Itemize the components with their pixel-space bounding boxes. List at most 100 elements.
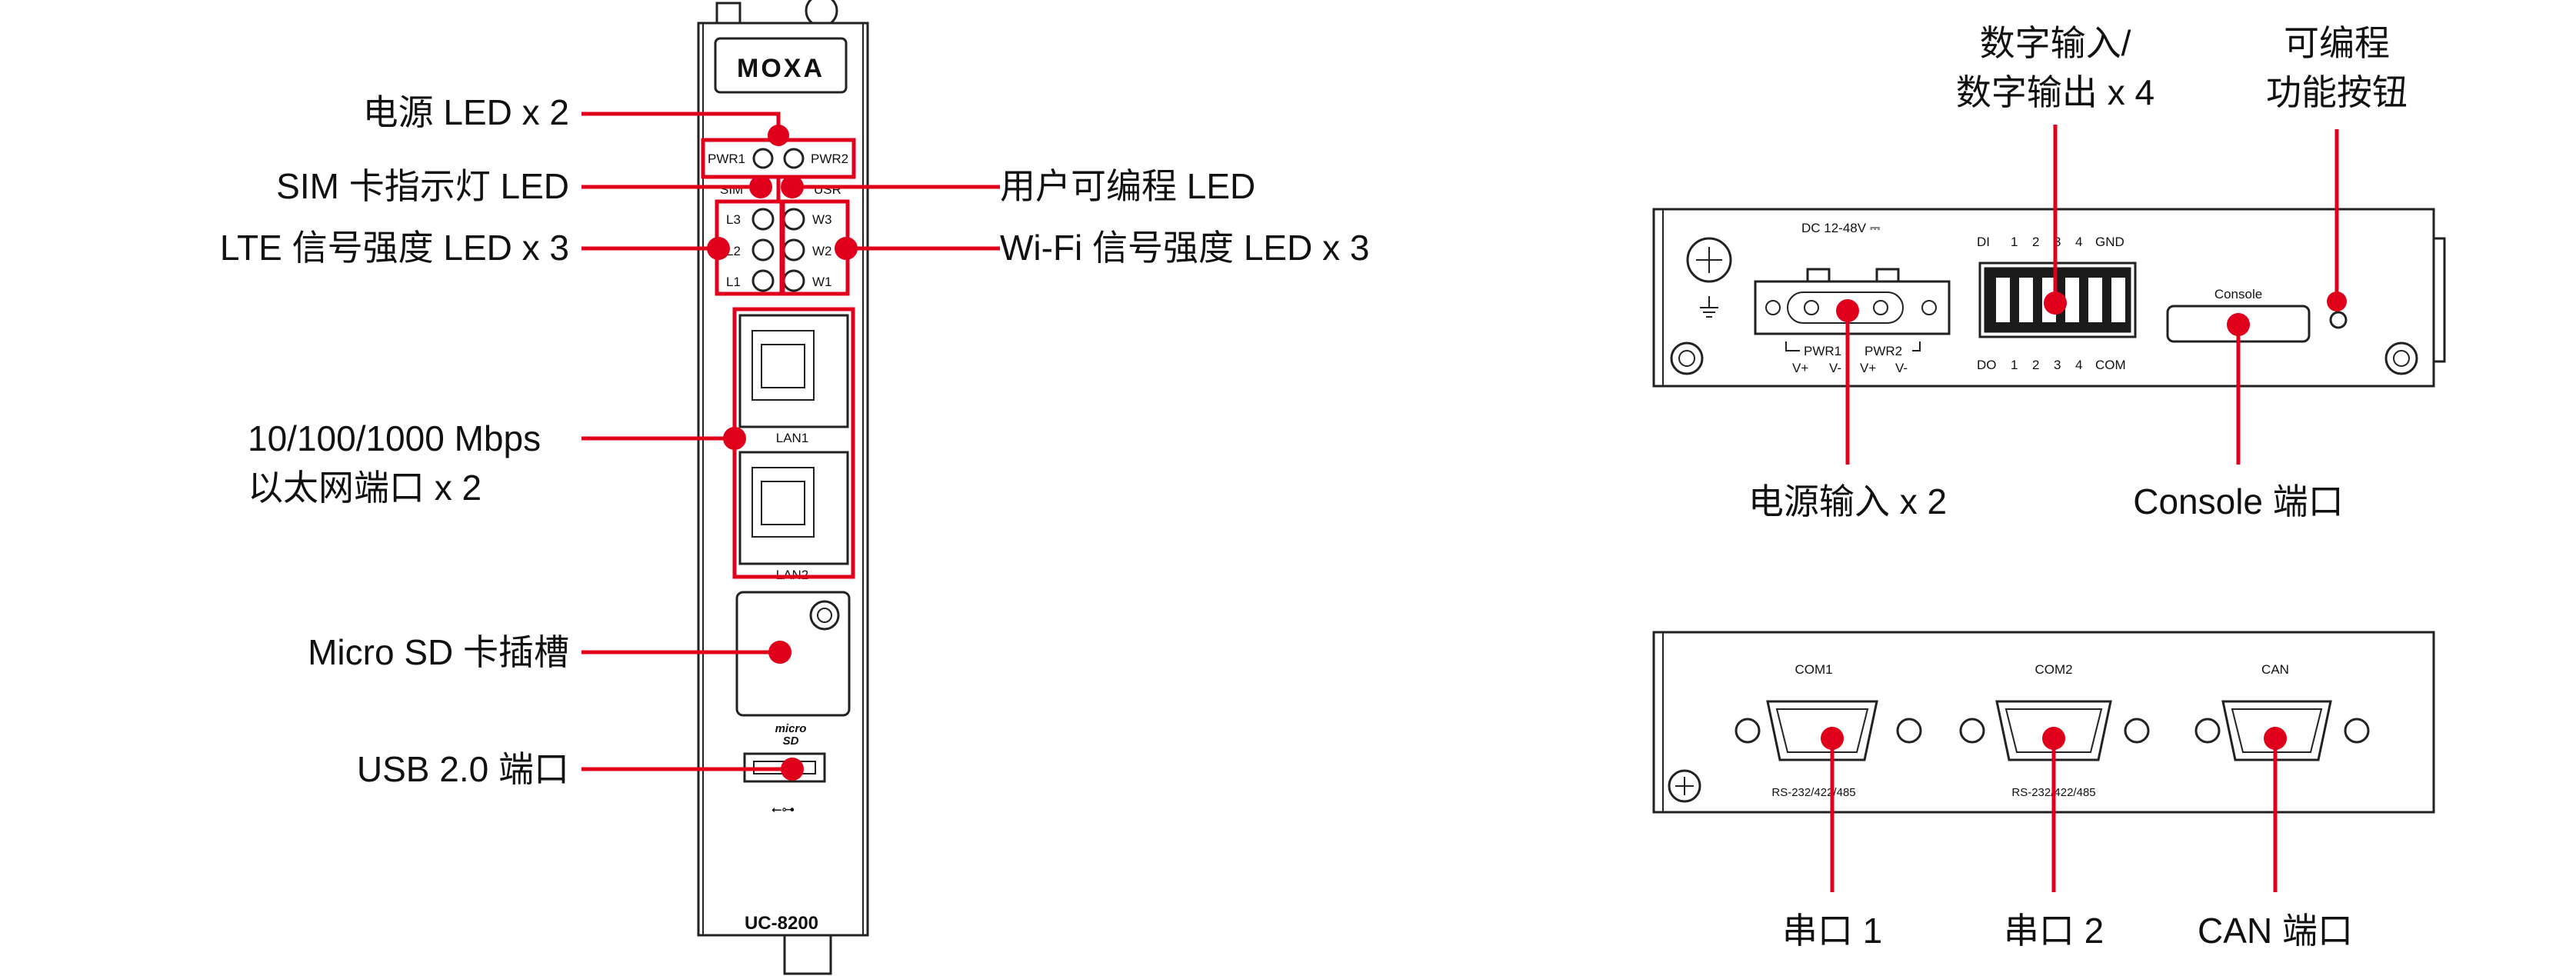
can-port-inner: [2231, 708, 2323, 753]
label-usb: USB 2.0 端口: [357, 749, 569, 789]
callout-dot-sd: [768, 641, 791, 664]
label-lte-led: LTE 信号强度 LED x 3: [220, 228, 569, 268]
bottom-panel: COM1 RS-232/422/485 COM2 RS-232/422/485 …: [1652, 631, 2435, 814]
label-dio-line1: 数字输入/: [1980, 23, 2131, 63]
power-spec: DC 12-48V ⎓: [1801, 221, 1881, 235]
mount-hole-right-inner: [2393, 350, 2410, 367]
front-panel: MOXA PWR1 PWR2 SIM USR L3 L2 L1 W3 W2 W1…: [697, 0, 869, 975]
dio-terminal-slot-2: [2018, 276, 2034, 324]
power-pin-3: [1873, 300, 1888, 315]
front-callouts: [582, 112, 1000, 781]
pwr2-bracket-right: [1912, 341, 1921, 351]
pin-label-2: V-: [1829, 361, 1841, 375]
com1-port-inner: [1775, 708, 1869, 753]
brand-logo: MOXA: [737, 54, 825, 83]
label-serial2: 串口 2: [2004, 911, 2104, 951]
led-label-usr: USR: [814, 182, 841, 197]
callout-dot-can: [2264, 727, 2287, 750]
mount-hole-left-inner: [1678, 350, 1695, 367]
led-pwr1: [752, 148, 774, 169]
led-w3: [782, 208, 805, 231]
com1-port: [1766, 700, 1878, 761]
com1-label: COM1: [1795, 662, 1832, 677]
led-label-w2: W2: [812, 244, 832, 258]
dio-terminal-slot-4: [2064, 276, 2081, 324]
do-label-1: 1: [2011, 358, 2018, 372]
callout-dot-usb: [781, 758, 804, 781]
model-label: UC-8200: [745, 913, 818, 934]
led-w1: [782, 269, 805, 292]
callout-dot-sim: [749, 175, 772, 198]
lan1-port: [738, 314, 849, 428]
callout-line-power-led: [582, 112, 781, 125]
pin-label-1: V+: [1792, 361, 1808, 375]
callout-dot-usr: [781, 175, 804, 198]
com2-screw-left: [1959, 718, 1985, 744]
power-connector-latch2: [1875, 268, 1900, 283]
can-screw-right: [2344, 718, 2370, 744]
led-w2: [782, 238, 805, 261]
do-label-3: 3: [2054, 358, 2061, 372]
di-label: DI: [1977, 235, 1990, 249]
pwr1-bracket-left: [1785, 341, 1800, 351]
lan1-jack: [751, 330, 815, 401]
lan2-jack-inner: [761, 481, 805, 525]
di-label-2: 2: [2032, 235, 2039, 249]
di-label-3: 3: [2054, 235, 2061, 249]
dio-terminal-slot-1: [1994, 276, 2011, 324]
dio-terminal-slot-6: [2110, 276, 2127, 324]
pwr1-label: PWR1: [1804, 344, 1841, 358]
sd-logo-top: micro: [775, 722, 807, 735]
com2-screw-right: [2124, 718, 2150, 744]
led-l2: [751, 238, 775, 261]
pwr2-label: PWR2: [1865, 344, 1902, 358]
label-dio-line2: 数字输出 x 4: [1956, 72, 2154, 112]
di-label-1: 1: [2011, 235, 2018, 249]
power-pin-2: [1804, 300, 1819, 315]
label-button-line1: 可编程: [2284, 23, 2390, 63]
power-connector-latch1: [1806, 268, 1831, 283]
label-power-led: 电源 LED x 2: [363, 92, 569, 132]
label-ethernet-line2: 以太网端口 x 2: [248, 468, 482, 508]
sd-screw-inner: [817, 608, 832, 623]
lan1-jack-inner: [761, 344, 805, 388]
label-micro-sd: Micro SD 卡插槽: [308, 632, 569, 672]
callout-dot-dio: [2044, 291, 2067, 315]
top-panel: DC 12-48V ⎓ PWR1 PWR2 V+ V- V+ V- DI 1 2…: [1652, 208, 2446, 388]
top-clip: [715, 2, 741, 26]
led-label-pwr1: PWR1: [708, 152, 745, 166]
callout-dot-serial2: [2042, 727, 2065, 750]
dio-terminal-slot-5: [2087, 276, 2104, 324]
callout-dot-serial1: [1821, 727, 1844, 750]
callout-dot-wifi: [835, 237, 858, 260]
label-sim-led: SIM 卡指示灯 LED: [276, 166, 569, 206]
callout-dot-ethernet: [723, 427, 746, 450]
com1-spec: RS-232/422/485: [1771, 786, 1855, 799]
di-label-4: 4: [2075, 235, 2082, 249]
led-label-l1: L1: [726, 275, 741, 289]
pin-label-3: V+: [1860, 361, 1876, 375]
power-pin-1: [1765, 300, 1781, 315]
label-serial1: 串口 1: [1782, 911, 1882, 951]
callout-dot-power-input: [1836, 299, 1859, 322]
led-l3: [751, 208, 775, 231]
label-wifi-led: Wi-Fi 信号强度 LED x 3: [1000, 228, 1369, 268]
com1-screw-right: [1896, 718, 1922, 744]
top-panel-callouts: 数字输入/ 数字输出 x 4 可编程 功能按钮 电源输入 x 2 Console…: [1748, 23, 2408, 521]
do-label-com: COM: [2095, 358, 2126, 372]
lan2-jack: [751, 467, 815, 538]
power-pin-4: [1921, 300, 1937, 315]
do-label-2: 2: [2032, 358, 2039, 372]
console-label: Console: [2214, 287, 2262, 301]
led-pwr2: [783, 148, 805, 169]
do-label-4: 4: [2075, 358, 2082, 372]
function-button-hole: [2329, 311, 2348, 329]
com2-port-inner: [2004, 708, 2103, 753]
label-console: Console 端口: [2133, 481, 2344, 521]
usb-icon: ⭠⊶: [771, 802, 795, 817]
front-labels: 电源 LED x 2 SIM 卡指示灯 LED LTE 信号强度 LED x 3…: [220, 92, 1370, 789]
do-label: DO: [1977, 358, 1997, 372]
com2-label: COM2: [2034, 662, 2072, 677]
power-connector-slot: [1787, 291, 1904, 324]
bottom-connector: [783, 934, 832, 975]
